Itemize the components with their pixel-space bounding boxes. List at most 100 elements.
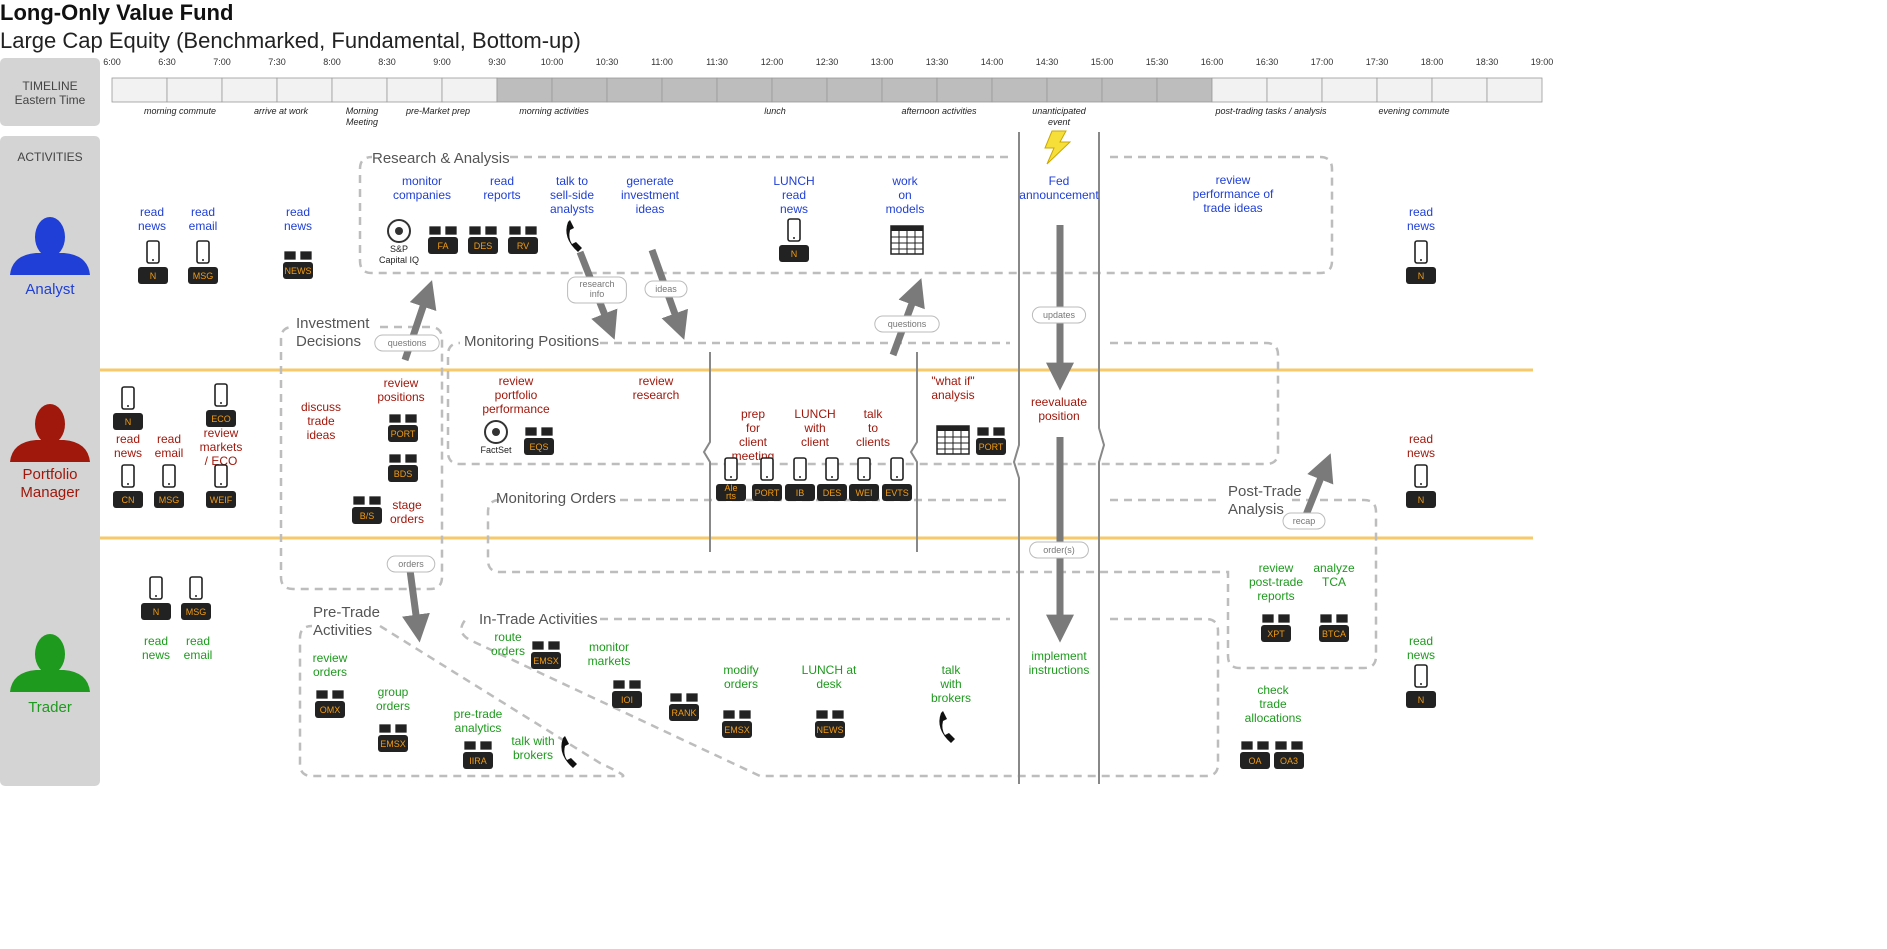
- timeline-segment: [1376, 77, 1433, 103]
- terminal-base: [1240, 752, 1270, 769]
- event-separator-right: [1098, 132, 1106, 784]
- terminal-screen-right: [444, 225, 458, 236]
- terminal-screen-left: [378, 723, 392, 734]
- phone-body: [121, 386, 135, 410]
- timeline-tick-label: 12:30: [816, 57, 839, 67]
- timeline-segment: [1486, 77, 1543, 103]
- flow-label-pill: [386, 555, 436, 573]
- timeline-tick-label: 11:00: [651, 57, 673, 67]
- role-analyst-label: Analyst: [25, 281, 75, 298]
- phone-icon: [206, 464, 236, 508]
- flow-label-pill: [644, 280, 688, 298]
- terminal-screen-right: [368, 495, 382, 506]
- data-provider-icon-center: [492, 428, 500, 436]
- phone-button: [127, 405, 129, 407]
- trader-figure-head: [35, 634, 65, 674]
- timeline-phase-label: evening commute: [1378, 106, 1449, 116]
- terminal-base: [388, 425, 418, 442]
- terminal-screen-right: [540, 426, 554, 437]
- flow-label-pill: [1029, 541, 1089, 559]
- phone-body: [149, 576, 163, 600]
- timeline-segment: [386, 77, 443, 103]
- timeline-tick-label: 14:00: [981, 57, 1004, 67]
- phone-button: [220, 402, 222, 404]
- phone-label: N: [153, 607, 160, 617]
- terminal-screen-left: [352, 495, 366, 506]
- terminal-screen-right: [628, 679, 642, 690]
- phone-body: [787, 218, 801, 242]
- terminal-screen-left: [524, 426, 538, 437]
- terminal-screen-left: [531, 640, 545, 651]
- terminal-screen-right: [394, 723, 408, 734]
- phone-body: [793, 457, 807, 481]
- phone-button: [152, 259, 154, 261]
- terminal-screen-right: [1256, 740, 1270, 751]
- timeline-side-panel: [0, 58, 100, 126]
- pm-figure-body: [10, 440, 90, 462]
- terminal-icon: [1261, 613, 1291, 642]
- terminal-icon: [1274, 740, 1304, 769]
- terminal-screen-right: [1290, 740, 1304, 751]
- terminal-screen-right: [404, 413, 418, 424]
- analyst-figure-head: [35, 217, 65, 257]
- phone-button: [793, 237, 795, 239]
- timeline-tick-label: 17:30: [1366, 57, 1389, 67]
- terminal-base: [508, 237, 538, 254]
- terminal-screen-left: [722, 709, 736, 720]
- phone-label-base: [113, 413, 143, 430]
- terminal-screen-left: [388, 413, 402, 424]
- phone-button: [155, 595, 157, 597]
- investment-group-box: [279, 325, 444, 591]
- phone-label: ECO: [211, 414, 231, 424]
- phone-label: MSG: [193, 271, 214, 281]
- timeline-tick-label: 17:00: [1311, 57, 1334, 67]
- phone-label-base: [141, 603, 171, 620]
- phone-icon: [817, 457, 847, 501]
- tool-label: FactSet: [480, 445, 512, 455]
- lunch-separator-left: [702, 352, 711, 552]
- timeline-tick-label: 13:00: [871, 57, 894, 67]
- phone-body: [760, 457, 774, 481]
- group-monitoring-positions-label: Monitoring Positions: [464, 333, 599, 350]
- phone-icon: [752, 457, 782, 501]
- phone-icon: [113, 464, 143, 508]
- timeline-segment: [111, 77, 168, 103]
- terminal-base: [1261, 625, 1291, 642]
- phone-label: IB: [796, 488, 805, 498]
- data-provider-icon-center: [395, 227, 403, 235]
- phone-label: MSG: [159, 495, 180, 505]
- timeline-segment: [496, 77, 553, 103]
- phone-body: [857, 457, 871, 481]
- phone-icon: [141, 576, 171, 620]
- terminal-icon: [531, 640, 561, 669]
- role-trader-label: Trader: [28, 699, 72, 716]
- terminal-label: XPT: [1267, 629, 1285, 639]
- timeline-tick-label: 7:30: [268, 57, 286, 67]
- terminal-label: RV: [517, 241, 529, 251]
- terminal-base: [352, 507, 382, 524]
- timeline-segment: [551, 77, 608, 103]
- terminal-icon: [388, 413, 418, 442]
- telephone-icon: [561, 736, 577, 768]
- activities-label: ACTIVITIES: [17, 150, 82, 164]
- terminal-icon: [463, 740, 493, 769]
- timeline-tick-label: 19:00: [1531, 57, 1554, 67]
- timeline-tick-label: 12:00: [761, 57, 784, 67]
- phone-body: [214, 383, 228, 407]
- lunch-separator-right: [909, 352, 918, 552]
- phone-label: PORT: [755, 488, 780, 498]
- terminal-screen-left: [463, 740, 477, 751]
